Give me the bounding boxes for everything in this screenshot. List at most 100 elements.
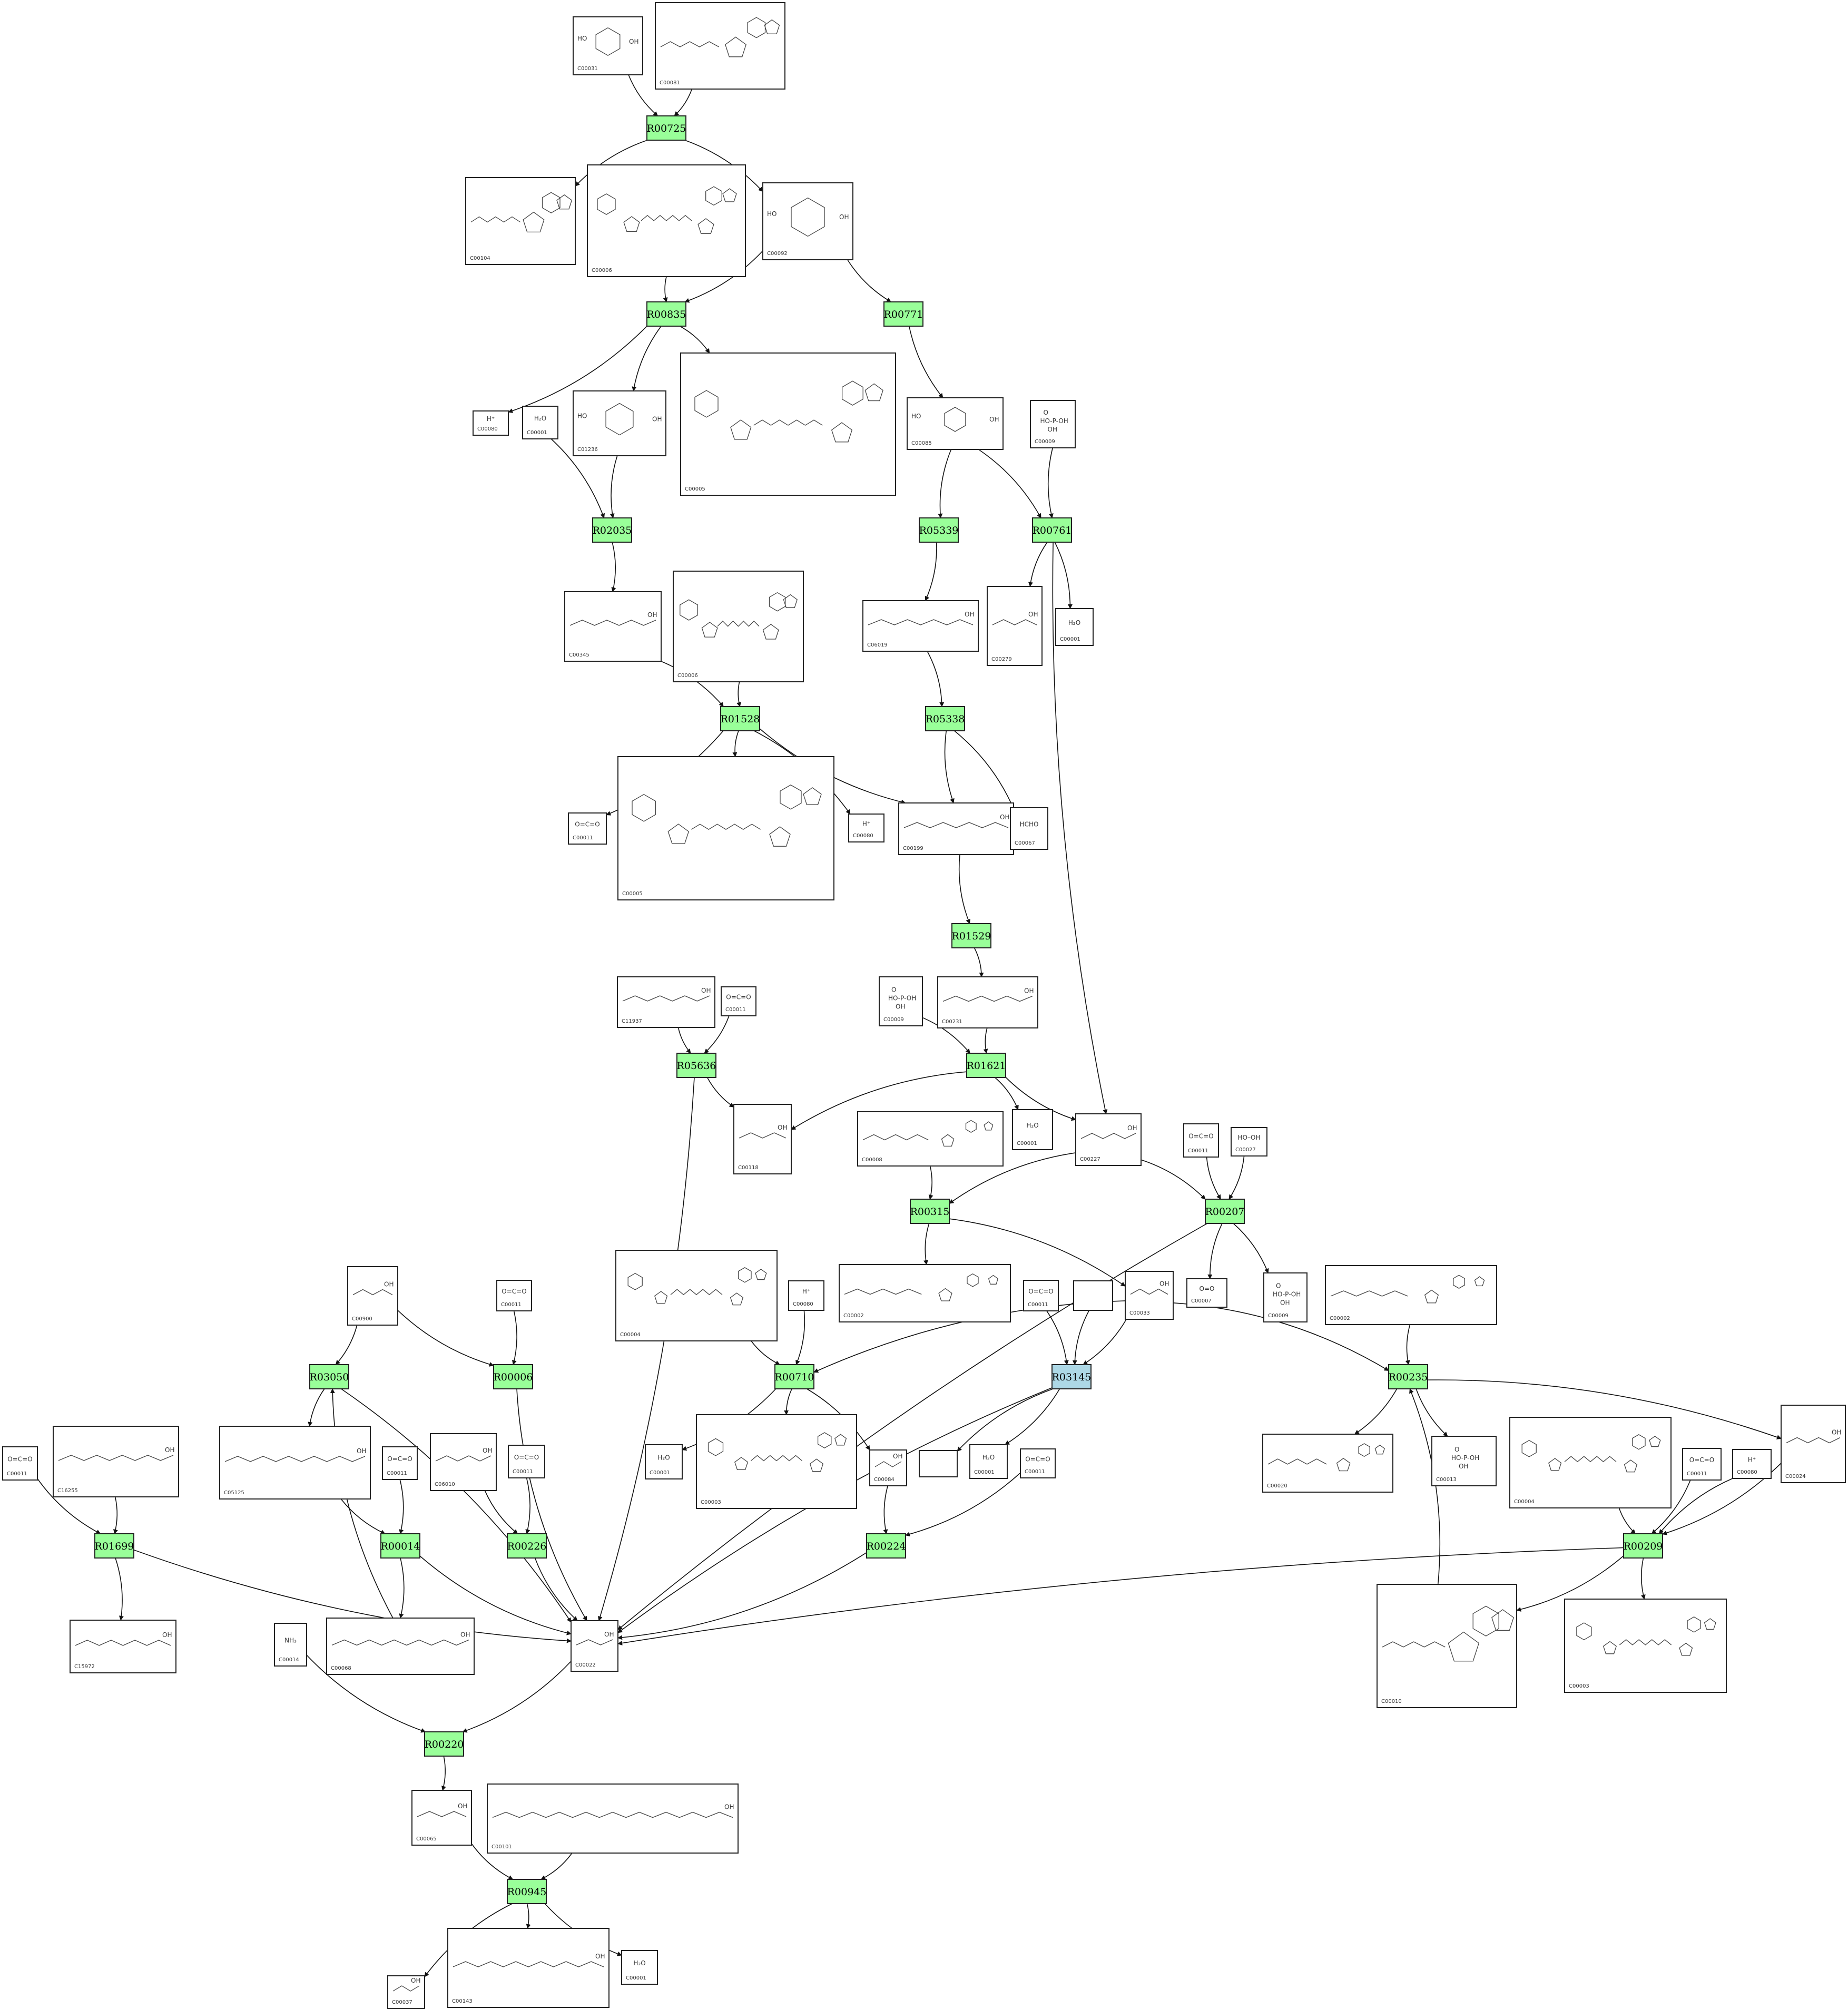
chain-glyph (1619, 1639, 1672, 1645)
reaction-node[interactable]: R01621 (966, 1053, 1006, 1078)
reaction-node[interactable]: R00725 (646, 115, 686, 141)
reaction-node[interactable]: R00235 (1388, 1364, 1428, 1389)
reaction-node[interactable]: R00315 (910, 1199, 950, 1224)
reaction-label: R01699 (95, 1541, 134, 1552)
reaction-node[interactable]: R03050 (309, 1364, 349, 1389)
compound-node[interactable]: C00002 (1325, 1265, 1497, 1325)
reaction-node[interactable]: R01529 (951, 923, 991, 948)
compound-node[interactable]: C00003 (1564, 1599, 1727, 1693)
compound-box (1231, 1127, 1267, 1157)
reaction-node[interactable]: R03145 (1051, 1364, 1092, 1389)
compound-node[interactable]: C00104 (465, 177, 576, 265)
reaction-node[interactable]: R05339 (919, 517, 959, 543)
compound-node[interactable] (1073, 1280, 1113, 1311)
reaction-node[interactable]: R05636 (676, 1053, 716, 1078)
reaction-node[interactable]: R00207 (1205, 1199, 1245, 1224)
compound-node[interactable]: C00005 (680, 352, 896, 496)
reaction-node[interactable]: R00761 (1032, 517, 1072, 543)
reaction-node[interactable]: R02035 (592, 517, 632, 543)
compound-node[interactable]: C00020 (1262, 1434, 1393, 1493)
edge-c_C00006_b-to-R01528 (736, 681, 741, 707)
reaction-node[interactable]: R00945 (507, 1879, 547, 1904)
reaction-node[interactable]: R01528 (720, 706, 760, 731)
compound-node[interactable]: H⁺C00080 (788, 1280, 824, 1311)
reaction-node[interactable]: R00710 (774, 1364, 814, 1389)
reaction-node[interactable]: R00771 (883, 301, 923, 327)
reaction-node[interactable]: R00209 (1623, 1533, 1663, 1559)
compound-node[interactable]: H⁺C00080 (1732, 1449, 1772, 1479)
reaction-node[interactable]: R00014 (380, 1533, 420, 1559)
compound-node[interactable]: C00010 (1377, 1584, 1517, 1708)
compound-node[interactable]: C00005 (617, 756, 834, 900)
compound-node[interactable]: C00004 (615, 1250, 778, 1341)
compound-node[interactable]: C00081 (655, 2, 785, 90)
compound-node[interactable]: H⁺C00080 (848, 814, 884, 842)
reaction-node[interactable]: R01699 (94, 1533, 134, 1559)
compound-node[interactable]: C00008 (857, 1111, 1004, 1167)
compound-node[interactable] (919, 1450, 958, 1477)
compound-node[interactable]: C00006 (673, 571, 804, 682)
compound-node[interactable]: H⁺C00080 (473, 410, 509, 436)
reaction-node[interactable]: R00006 (493, 1364, 533, 1389)
reaction-node[interactable]: R05338 (925, 706, 965, 731)
compound-node[interactable]: C00006 (587, 164, 746, 277)
reaction-node[interactable]: R00835 (646, 301, 686, 327)
compound-node[interactable]: C00003 (696, 1414, 857, 1509)
reaction-node[interactable]: R00220 (424, 1731, 464, 1757)
compound-node[interactable]: C00002 (839, 1264, 1011, 1322)
compound-node[interactable]: C00004 (1509, 1417, 1672, 1508)
reaction-node[interactable]: R00224 (866, 1533, 906, 1559)
reaction-node[interactable]: R00226 (507, 1533, 547, 1559)
